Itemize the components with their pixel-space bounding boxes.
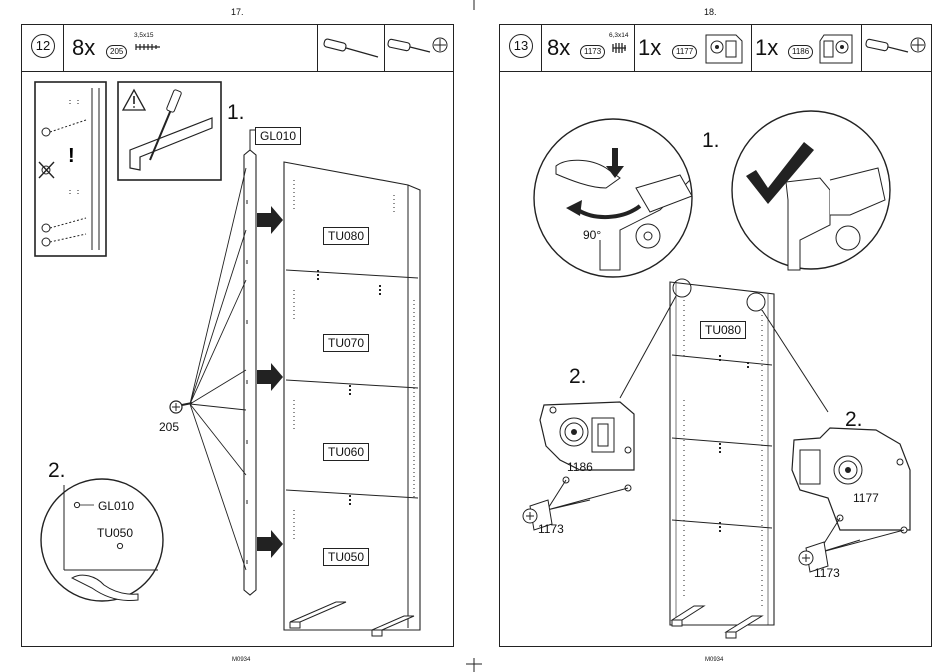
rotation-angle-label: 90° — [583, 228, 601, 242]
roller-part-label: 1177 — [853, 491, 879, 505]
roller-fitting-1186 — [540, 402, 634, 491]
part-tag-tu080: TU080 — [700, 321, 746, 339]
detail-zoom-circle — [732, 111, 890, 270]
roller-fitting-1177 — [792, 428, 910, 533]
dowel-part-label: 1173 — [538, 522, 564, 536]
substep-1-label: 1. — [702, 129, 720, 153]
substep-2-label: 2. — [569, 365, 587, 389]
dowel-part-label: 1173 — [814, 566, 840, 580]
roller-part-label: 1186 — [567, 460, 593, 474]
detail-zoom-circle — [534, 119, 692, 277]
substep-2-label: 2. — [845, 408, 863, 432]
